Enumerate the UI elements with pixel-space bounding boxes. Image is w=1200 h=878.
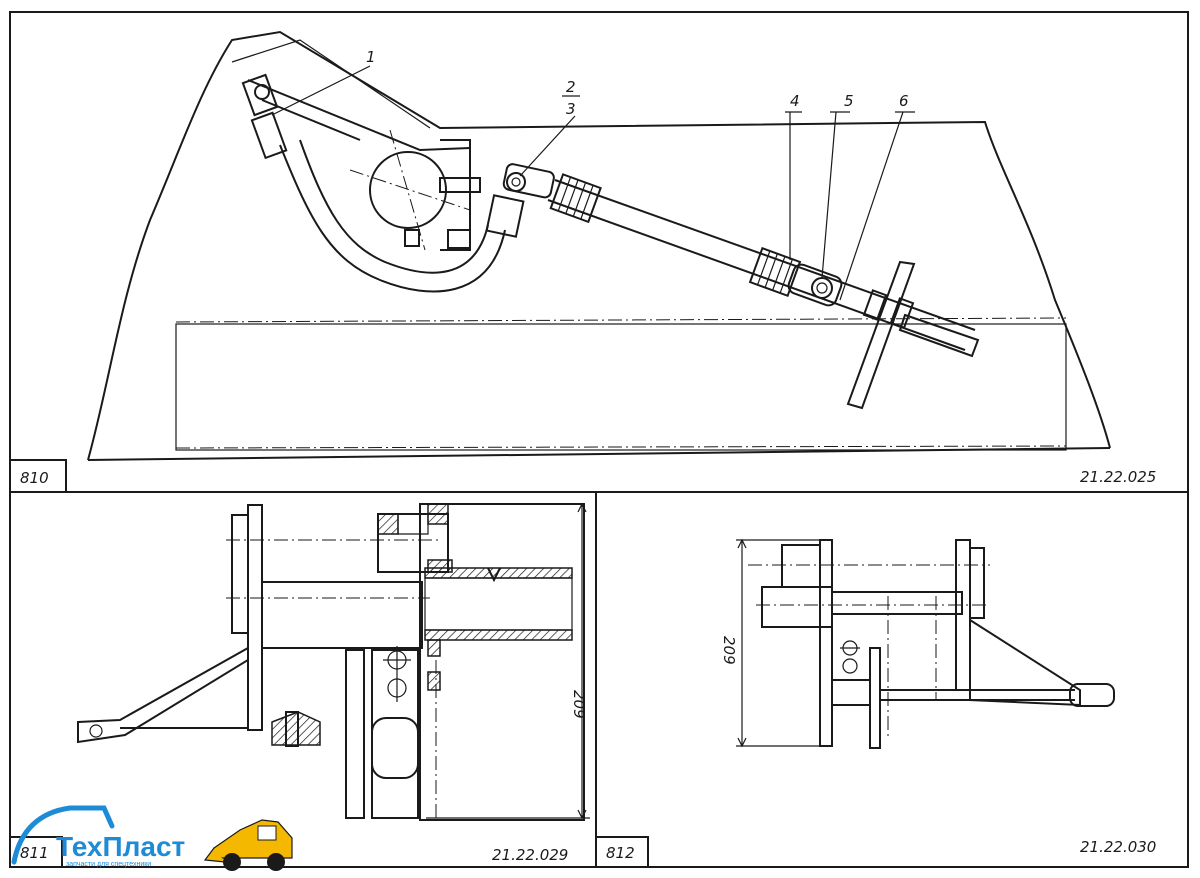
excavator-arm-icon (11, 805, 115, 865)
callout-4: 4 (790, 92, 800, 110)
panel-812-number: 812 (606, 844, 635, 862)
callout-5: 5 (844, 92, 854, 110)
panel-812-code: 21.22.030 (1080, 838, 1156, 856)
techplast-logo: ТехПласт запчасти для спецтехники (11, 805, 293, 871)
logo-name: ТехПласт (56, 831, 185, 862)
callout-6: 6 (899, 92, 909, 110)
panel-811-drawing (77, 502, 590, 821)
sheet-frame (9, 11, 1189, 868)
callout-3: 3 (566, 100, 576, 118)
panel-811-number: 811 (20, 844, 49, 862)
panel-811-code: 21.22.029 (492, 846, 568, 864)
callout-2: 2 (566, 78, 576, 96)
panel-812-drawing (736, 538, 1115, 749)
panel-811-dimension: 209 (570, 690, 588, 719)
loader-icon (203, 819, 293, 871)
panel-810-code: 21.22.025 (1080, 468, 1156, 486)
logo-tagline: запчасти для спецтехники (66, 861, 151, 868)
panel-810-number: 810 (20, 469, 49, 487)
panel-810-drawing (87, 30, 1111, 461)
panel-812-dimension: 209 (720, 636, 738, 665)
callout-1: 1 (366, 48, 376, 66)
